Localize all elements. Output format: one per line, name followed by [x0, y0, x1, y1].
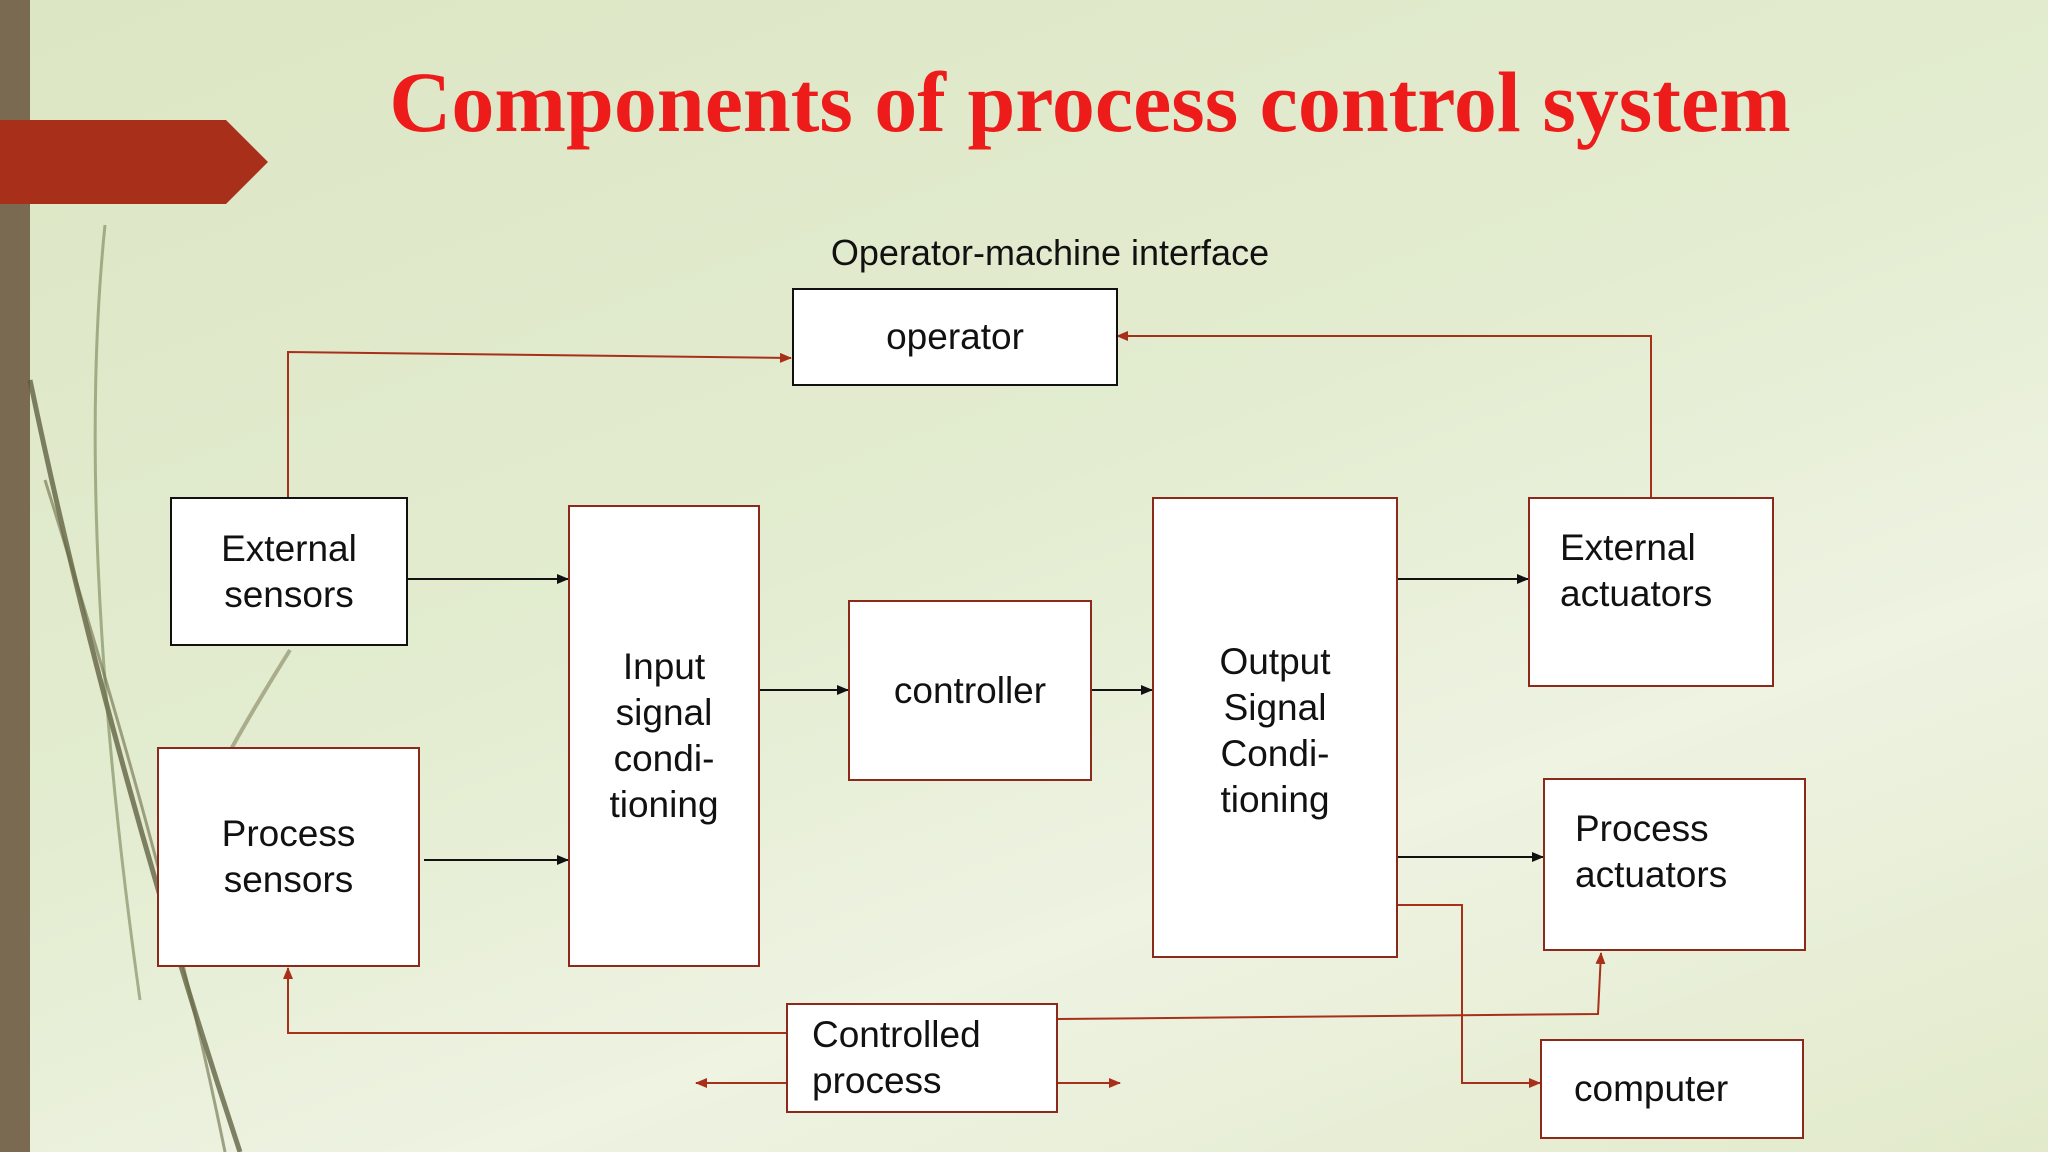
- operator-interface-caption: Operator-machine interface: [830, 232, 1270, 273]
- operator-box: operator: [792, 288, 1118, 386]
- slide-title: Components of process control system: [389, 54, 1791, 150]
- process-sensors-line-1: Process: [221, 813, 356, 854]
- arrow-ext-actuators-to-operator: [1116, 331, 1652, 497]
- arrow-output-to-computer: [1398, 904, 1541, 1088]
- controlled-process-line-1: Controlled: [812, 1014, 981, 1055]
- input-conditioning-line-2: signal: [615, 692, 713, 733]
- controlled-process-box: Controlled process: [786, 1003, 1058, 1113]
- process-actuators-line-1: Process: [1575, 808, 1709, 849]
- computer-label: computer: [1574, 1068, 1729, 1109]
- process-actuators-line-2: actuators: [1575, 854, 1728, 895]
- controller-label: controller: [893, 669, 1047, 711]
- external-sensors-line-2: sensors: [224, 573, 354, 615]
- accent-arrow-shape: [0, 120, 268, 204]
- computer-box: computer: [1540, 1039, 1804, 1139]
- output-conditioning-line-3: Condi-: [1220, 733, 1330, 774]
- controlled-process-line-2: process: [812, 1060, 942, 1101]
- external-actuators-line-1: External: [1560, 527, 1696, 568]
- output-conditioning-line-4: tioning: [1220, 779, 1330, 820]
- input-conditioning-line-1: Input: [622, 646, 706, 687]
- input-conditioning-line-3: condi-: [613, 738, 715, 779]
- decor-curve-1: [27, 379, 243, 1152]
- output-signal-conditioning-box: Output Signal Condi- tioning: [1152, 497, 1398, 958]
- output-conditioning-line-1: Output: [1219, 641, 1331, 682]
- output-conditioning-line-2: Signal: [1223, 687, 1327, 728]
- process-actuators-box: Process actuators: [1543, 778, 1806, 951]
- operator-label: operator: [886, 316, 1024, 357]
- external-actuators-line-2: actuators: [1560, 573, 1713, 614]
- input-signal-conditioning-box: Input signal condi- tioning: [568, 505, 760, 967]
- process-sensors-box: Process sensors: [157, 747, 420, 967]
- decor-curve-2: [43, 479, 227, 1152]
- arrow-ext-sensors-to-operator: [287, 350, 792, 497]
- controller-box: controller: [848, 600, 1092, 781]
- external-sensors-line-1: External: [221, 527, 357, 569]
- input-conditioning-line-4: tioning: [609, 784, 719, 825]
- process-sensors-line-2: sensors: [223, 859, 354, 900]
- arrow-process-to-proc-actuators: [1057, 952, 1606, 1020]
- external-actuators-box: External actuators: [1528, 497, 1774, 687]
- decor-curve-3: [93, 224, 142, 1001]
- external-sensors-box: External sensors: [170, 497, 408, 646]
- arrow-process-to-proc-sensors: [283, 967, 786, 1034]
